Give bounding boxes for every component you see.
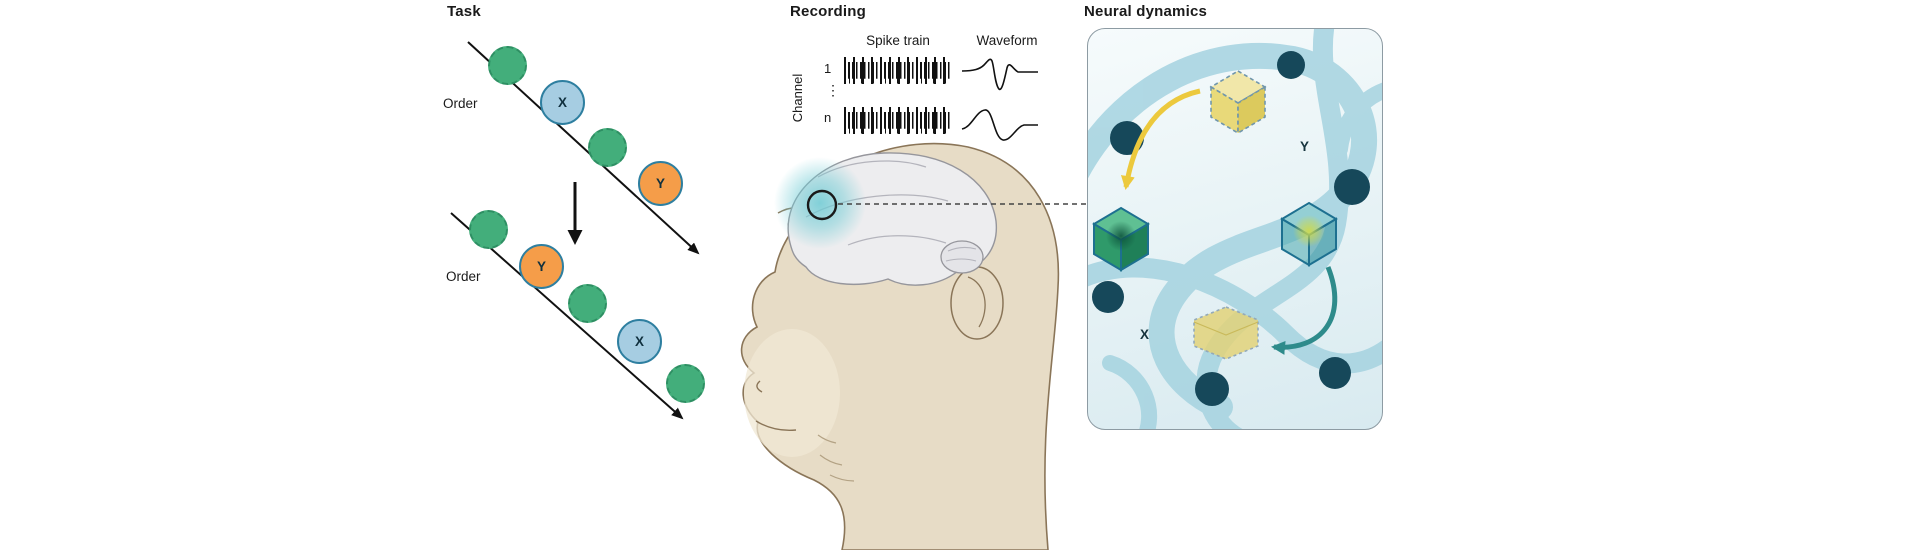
sequence1-order-label: Order xyxy=(443,96,478,111)
sample-x-circle: X xyxy=(617,319,662,364)
waveform-channel-1 xyxy=(961,58,1038,91)
waveform-channel-n xyxy=(961,109,1038,141)
sample-x-label: X xyxy=(634,334,644,349)
spike-train-channel-n xyxy=(844,107,950,134)
state-x-label: X xyxy=(1140,327,1150,342)
sample-x-label: X xyxy=(557,95,567,110)
state-y-label: Y xyxy=(1300,139,1310,154)
sample-y-circle: Y xyxy=(519,244,564,289)
state-shape-x-edge xyxy=(1193,321,1259,336)
monkey-nostril xyxy=(756,380,763,393)
channel-last-tick: n xyxy=(824,110,832,125)
spike-train-header: Spike train xyxy=(866,33,930,48)
waveform-header: Waveform xyxy=(976,33,1038,48)
neural-dynamics-panel: Y X xyxy=(1087,28,1383,430)
teal-cube-core-glow xyxy=(1293,215,1325,247)
monkey-head-illustration xyxy=(740,142,1060,550)
transition-arrow-teal xyxy=(1271,266,1338,355)
spike-train-channel-1 xyxy=(844,57,950,84)
distractor-circle xyxy=(488,46,527,85)
sample-y-label: Y xyxy=(655,176,665,191)
network-nodes xyxy=(1092,51,1370,406)
cortex-highlight-glow xyxy=(774,157,866,249)
sequence2-order-label: Order xyxy=(446,269,481,284)
neural-dynamics-panel-title: Neural dynamics xyxy=(1084,3,1208,20)
channel-axis-label: Channel xyxy=(790,73,805,123)
monkey-ear xyxy=(950,266,1004,340)
cerebellum-lines xyxy=(945,246,977,262)
cerebellum xyxy=(940,240,984,274)
monkey-muzzle-shading xyxy=(744,329,840,457)
state-cube-y xyxy=(1209,70,1267,135)
recording-panel-title: Recording xyxy=(790,3,866,20)
channel-ellipsis: ⋮ xyxy=(826,82,840,98)
distractor-circle xyxy=(588,128,627,167)
sample-y-circle: Y xyxy=(638,161,683,206)
sample-y-label: Y xyxy=(536,259,546,274)
monkey-mouth xyxy=(755,420,797,431)
state-space-network xyxy=(1088,29,1382,429)
task-panel-title: Task xyxy=(447,3,481,20)
green-cube-core-glow xyxy=(1106,221,1136,251)
monkey-inner-ear xyxy=(967,276,986,328)
monkey-fur-strokes xyxy=(817,434,855,482)
recording-site-circle xyxy=(806,189,838,221)
distractor-circle xyxy=(666,364,705,403)
distractor-circle xyxy=(469,210,508,249)
recording-site-dashed-line xyxy=(838,203,1090,205)
state-shape-x xyxy=(1193,306,1259,360)
channel-first-tick: 1 xyxy=(824,61,832,76)
sample-x-circle: X xyxy=(540,80,585,125)
transition-arrow-yellow xyxy=(1120,88,1201,190)
distractor-circle xyxy=(568,284,607,323)
